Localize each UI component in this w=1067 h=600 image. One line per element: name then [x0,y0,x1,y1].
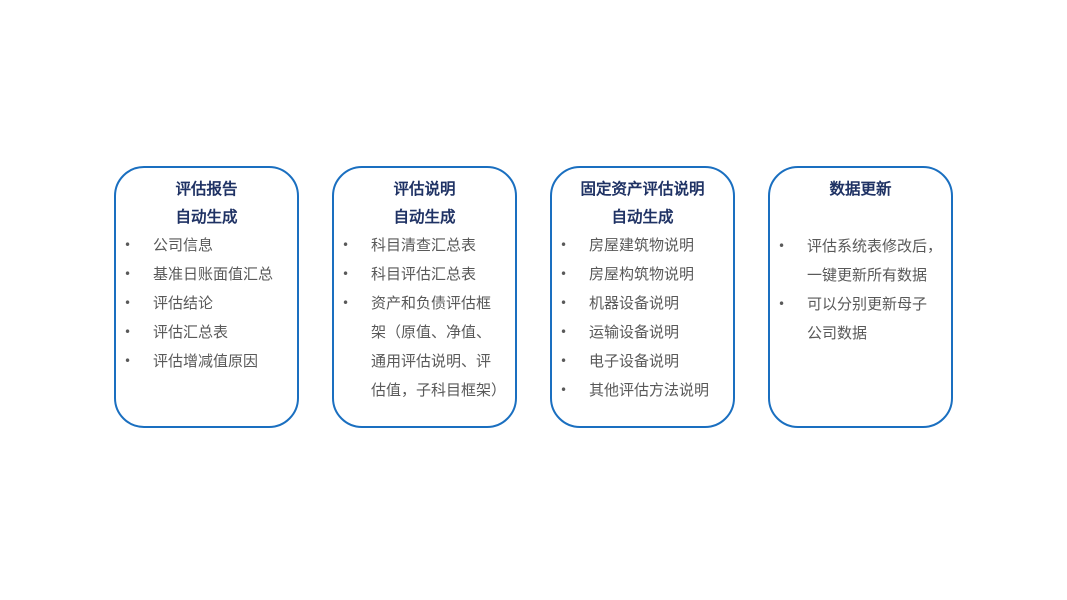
list-item: 资产和负债评估框 架（原值、净值、 通用评估说明、评 估值，子科目框架） [334,289,515,405]
list-item: 科目评估汇总表 [334,260,515,289]
card-item-list: 科目清查汇总表 科目评估汇总表 资产和负债评估框 架（原值、净值、 通用评估说明… [334,231,515,405]
spacer [770,203,951,232]
list-item: 可以分别更新母子 公司数据 [770,290,951,348]
list-item: 机器设备说明 [552,289,733,318]
card-data-update: 数据更新 评估系统表修改后， 一键更新所有数据 可以分别更新母子 公司数据 [768,166,953,428]
card-title: 固定资产评估说明 自动生成 [580,180,705,226]
card-item-list: 评估系统表修改后， 一键更新所有数据 可以分别更新母子 公司数据 [770,232,951,348]
card-item-list: 公司信息 基准日账面值汇总 评估结论 评估汇总表 评估增减值原因 [116,231,297,376]
card-fixed-assets: 固定资产评估说明 自动生成 房屋建筑物说明 房屋构筑物说明 机器设备说明 运输设… [550,166,735,428]
list-item: 评估增减值原因 [116,347,297,376]
card-title: 数据更新 [829,180,892,198]
card-report: 评估报告 自动生成 公司信息 基准日账面值汇总 评估结论 评估汇总表 评估增减值… [114,166,299,428]
list-item: 评估结论 [116,289,297,318]
list-item: 评估汇总表 [116,318,297,347]
card-title: 评估说明 自动生成 [393,180,456,226]
list-item: 运输设备说明 [552,318,733,347]
list-item: 房屋构筑物说明 [552,260,733,289]
card-title: 评估报告 自动生成 [175,180,238,226]
list-item: 评估系统表修改后， 一键更新所有数据 [770,232,951,290]
list-item: 其他评估方法说明 [552,376,733,405]
list-item: 电子设备说明 [552,347,733,376]
card-explanation: 评估说明 自动生成 科目清查汇总表 科目评估汇总表 资产和负债评估框 架（原值、… [332,166,517,428]
list-item: 房屋建筑物说明 [552,231,733,260]
card-item-list: 房屋建筑物说明 房屋构筑物说明 机器设备说明 运输设备说明 电子设备说明 其他评… [552,231,733,405]
list-item: 基准日账面值汇总 [116,260,297,289]
list-item: 科目清查汇总表 [334,231,515,260]
list-item: 公司信息 [116,231,297,260]
